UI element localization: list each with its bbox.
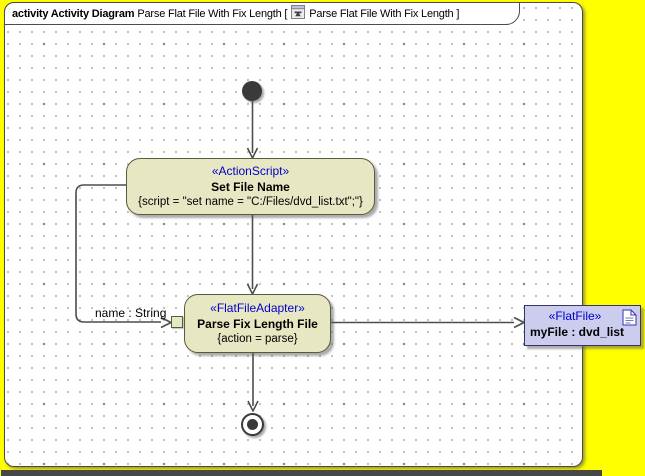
stereotype-actionscript: «ActionScript» bbox=[211, 163, 290, 178]
window-bottom-edge bbox=[1, 470, 602, 476]
frame-title-name-pre: Parse Flat File With Fix Length [ bbox=[137, 7, 288, 20]
input-pin[interactable] bbox=[171, 316, 183, 328]
edge-parse-to-final[interactable] bbox=[247, 353, 259, 412]
action-script-text: {script = "set name = "C:/Files/dvd_list… bbox=[138, 195, 363, 208]
action-name: Set File Name bbox=[211, 179, 290, 194]
action-name: Parse Fix Length File bbox=[197, 316, 318, 331]
frame-title-tab[interactable]: activity Activity Diagram Parse Flat Fil… bbox=[4, 2, 520, 25]
action-node-parse-fix-length-file[interactable]: «FlatFileAdapter» Parse Fix Length File … bbox=[184, 294, 331, 353]
edge-parse-to-flatfile[interactable] bbox=[331, 316, 525, 329]
frame-title-keyword: activity Activity Diagram bbox=[12, 7, 135, 20]
document-icon bbox=[622, 309, 637, 331]
object-node-flatfile[interactable]: «FlatFile» myFile : dvd_list bbox=[524, 305, 641, 346]
object-name: myFile : dvd_list bbox=[530, 324, 625, 339]
edge-label-name-string[interactable]: name : String bbox=[95, 306, 167, 320]
activity-diagram-frame[interactable] bbox=[4, 2, 583, 467]
stereotype-flatfile: «FlatFile» bbox=[548, 309, 602, 323]
action-property-text: {action = parse} bbox=[217, 332, 298, 345]
edge-initial-to-set-file-name[interactable] bbox=[246, 101, 259, 159]
frame-title-name-post: Parse Flat File With Fix Length ] bbox=[309, 7, 460, 20]
stereotype-flatfileadapter: «FlatFileAdapter» bbox=[210, 300, 305, 315]
activity-diagram-icon bbox=[291, 5, 306, 22]
activity-final-node[interactable] bbox=[241, 413, 264, 436]
activity-final-node-core bbox=[247, 419, 258, 430]
initial-node[interactable] bbox=[242, 81, 262, 101]
edge-set-file-name-to-parse[interactable] bbox=[246, 215, 259, 295]
action-node-set-file-name[interactable]: «ActionScript» Set File Name {script = "… bbox=[126, 158, 375, 215]
